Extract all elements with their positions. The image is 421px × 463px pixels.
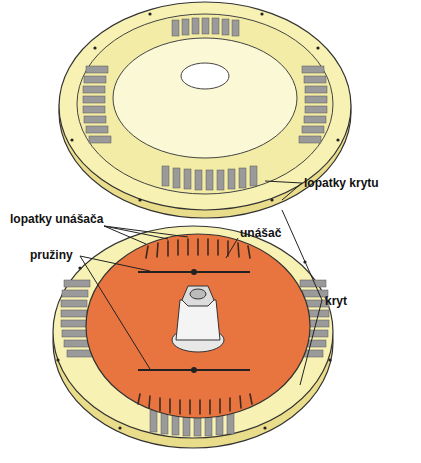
part-label: lopatky unášača	[10, 212, 103, 226]
part-label: pružiny	[30, 248, 73, 262]
part-label: kryt	[325, 294, 347, 308]
part-label: unášač	[240, 226, 281, 240]
part-label: lopatky krytu	[304, 176, 379, 190]
